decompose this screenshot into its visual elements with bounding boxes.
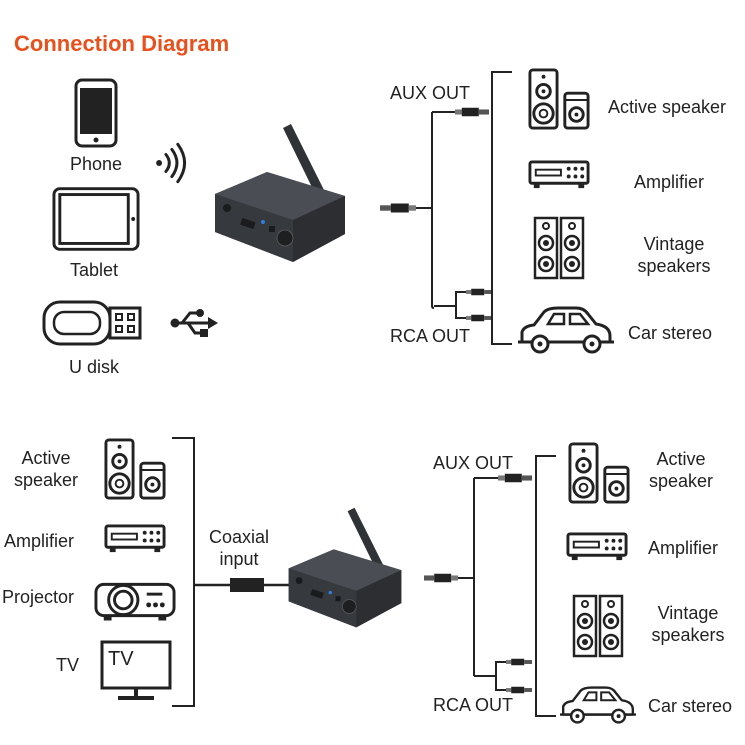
source-label-projector: Projector (2, 587, 75, 607)
cable-line (431, 112, 435, 309)
tv-screen-text: TV (108, 648, 134, 670)
source-label-tv: TV (56, 655, 80, 675)
active-speaker-icon (104, 438, 166, 500)
projector-icon (94, 582, 176, 622)
output-label-active-speaker: Active speaker (648, 449, 714, 491)
aux-out-label: AUX OUT (390, 83, 471, 103)
audio-plug-icon (424, 573, 458, 583)
rca-plug-icon (466, 288, 492, 296)
output-label-car-stereo: Car stereo (648, 696, 733, 716)
bluetooth-receiver-icon (288, 507, 402, 628)
vintage-speakers-icon (533, 216, 585, 280)
amplifier-icon (528, 160, 590, 190)
output-label-vintage-speakers: Vintage speakers (637, 234, 711, 276)
amplifier-icon (566, 532, 628, 562)
source-label-tablet: Tablet (69, 260, 119, 280)
cable-line (455, 291, 466, 319)
output-label-amplifier: Amplifier (634, 172, 705, 192)
source-label-phone: Phone (69, 154, 123, 174)
top-diagram (42, 68, 614, 354)
output-label-amplifier: Amplifier (648, 538, 719, 558)
wireless-icon (154, 142, 187, 184)
source-bracket (172, 437, 195, 707)
bluetooth-receiver-icon (214, 123, 346, 263)
amplifier-icon (104, 524, 166, 554)
bottom-diagram (94, 437, 636, 724)
usb-icon (170, 308, 218, 338)
audio-plug-icon (380, 203, 416, 213)
active-speaker-icon (568, 442, 630, 504)
aux-out-label: AUX OUT (433, 453, 514, 473)
output-label-car-stereo: Car stereo (628, 323, 713, 343)
car-icon (518, 306, 614, 354)
cable-line (495, 661, 506, 691)
rca-out-label: RCA OUT (390, 326, 471, 346)
usb-drive-icon (42, 300, 142, 346)
rca-plug-icon (466, 314, 492, 322)
aux-plug-icon (498, 473, 532, 483)
tablet-icon (52, 187, 140, 251)
source-label-active-speaker: Active speaker (13, 448, 79, 490)
output-label-vintage-speakers: Vintage speakers (651, 603, 725, 645)
active-speaker-icon (528, 68, 590, 130)
rca-out-label: RCA OUT (433, 695, 514, 715)
car-icon (560, 686, 636, 724)
page-title: Connection Diagram (14, 31, 230, 56)
aux-plug-icon (455, 107, 489, 117)
coaxial-plug-icon (230, 578, 264, 592)
rca-plug-icon (506, 658, 532, 666)
output-label-active-speaker: Active speaker (608, 97, 727, 117)
output-bracket (535, 455, 556, 717)
source-label-udisk: U disk (68, 357, 119, 377)
phone-icon (74, 78, 118, 148)
source-label-amplifier: Amplifier (4, 531, 75, 551)
vintage-speakers-icon (572, 594, 624, 658)
output-bracket (491, 71, 512, 345)
rca-plug-icon (506, 686, 532, 694)
coaxial-input-label: Coaxial input (208, 527, 270, 569)
